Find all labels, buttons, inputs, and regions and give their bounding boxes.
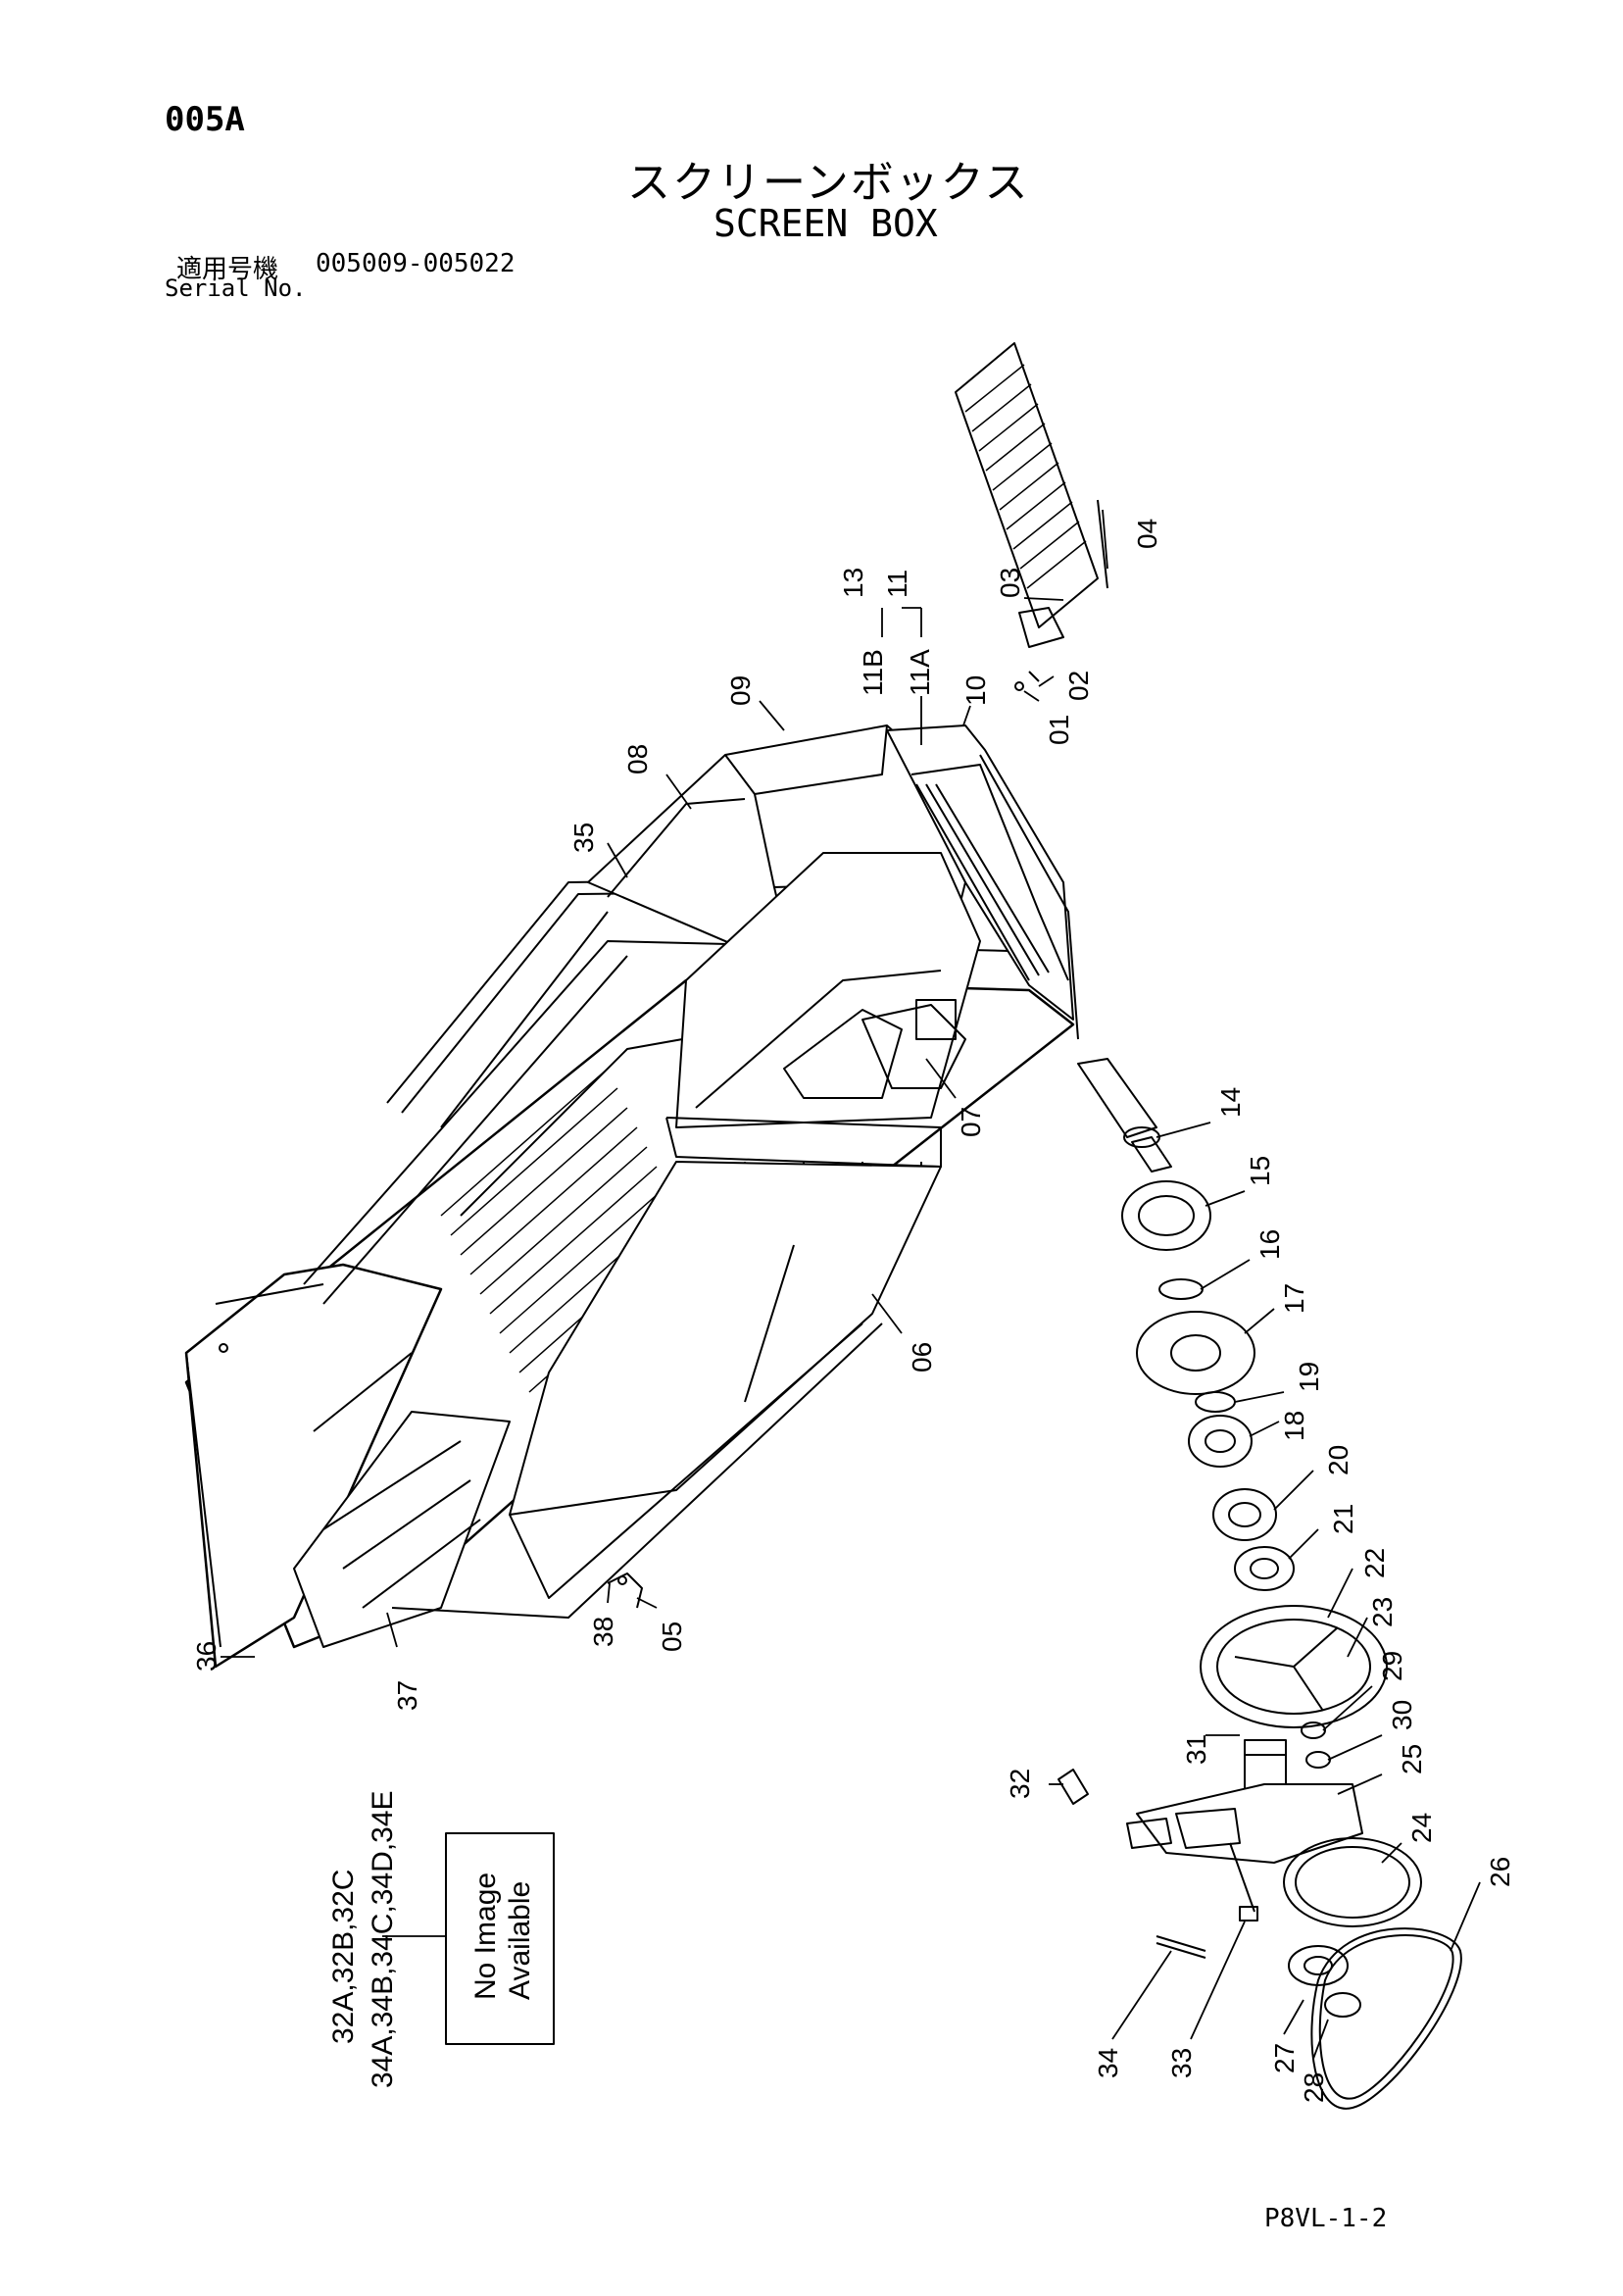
drive-shaft-assembly	[1057, 1058, 1462, 2110]
callout-16: 16	[1254, 1229, 1285, 1260]
callout-28: 28	[1299, 2072, 1329, 2103]
callout-03: 03	[995, 568, 1025, 598]
callout-08: 08	[622, 744, 653, 774]
callout-31: 31	[1181, 1734, 1211, 1765]
screen-box-body	[184, 724, 1079, 1669]
no-image-box	[445, 1832, 555, 2045]
callout-38: 38	[588, 1617, 618, 1647]
callout-07: 07	[956, 1107, 986, 1137]
callout-15: 15	[1245, 1156, 1275, 1186]
callout-19: 19	[1294, 1362, 1324, 1392]
callout-10: 10	[960, 675, 991, 706]
page-title-english: SCREEN BOX	[713, 202, 938, 245]
callout-11A: 11A	[905, 649, 935, 696]
callout-29: 29	[1377, 1651, 1407, 1681]
callout-34: 34	[1093, 2048, 1123, 2078]
callout-26: 26	[1485, 1857, 1515, 1887]
variant-parts-line1: 32A,32B,32C	[327, 1870, 360, 2044]
footer-page-code: P8VL-1-2	[1264, 2204, 1388, 2233]
page-title-japanese: スクリーンボックス	[627, 158, 1030, 208]
callout-36: 36	[191, 1641, 221, 1672]
callout-13: 13	[838, 568, 868, 598]
leader-lines	[221, 509, 1481, 2060]
page-code: 005A	[165, 100, 245, 139]
callout-17: 17	[1279, 1283, 1309, 1314]
callout-labels: 04 03 02 01 13 11 11B 11A 10 09 08 35 07…	[191, 519, 1515, 2103]
callout-35: 35	[568, 823, 599, 853]
callout-02: 02	[1063, 671, 1094, 701]
callout-20: 20	[1323, 1445, 1353, 1475]
callout-22: 22	[1359, 1548, 1390, 1578]
variant-parts-line2: 34A,34B,34C,34D,34E	[367, 1790, 399, 2088]
callout-06: 06	[907, 1342, 937, 1373]
callout-11: 11	[882, 570, 912, 598]
callout-18: 18	[1279, 1411, 1309, 1441]
callout-37: 37	[392, 1680, 422, 1711]
screen-grid-panel	[955, 342, 1108, 691]
callout-24: 24	[1406, 1813, 1437, 1843]
callout-27: 27	[1269, 2043, 1300, 2073]
no-image-line2: Available	[504, 1881, 536, 2000]
callout-04: 04	[1132, 519, 1162, 549]
callout-05: 05	[657, 1622, 687, 1652]
callout-21: 21	[1328, 1504, 1358, 1534]
callout-11B: 11B	[858, 649, 888, 696]
callout-23: 23	[1367, 1597, 1398, 1627]
callout-25: 25	[1397, 1744, 1427, 1774]
callout-01: 01	[1044, 715, 1074, 745]
callout-14: 14	[1215, 1087, 1246, 1118]
serial-range: 005009-005022	[316, 249, 516, 278]
serial-label-japanese: 適用号機	[176, 255, 279, 284]
no-image-line1: No Image	[469, 1872, 502, 2000]
callout-30: 30	[1387, 1700, 1417, 1730]
callout-32: 32	[1005, 1769, 1035, 1799]
callout-09: 09	[725, 675, 756, 706]
serial-label-english: Serial No.	[165, 275, 307, 302]
callout-33: 33	[1166, 2048, 1197, 2078]
